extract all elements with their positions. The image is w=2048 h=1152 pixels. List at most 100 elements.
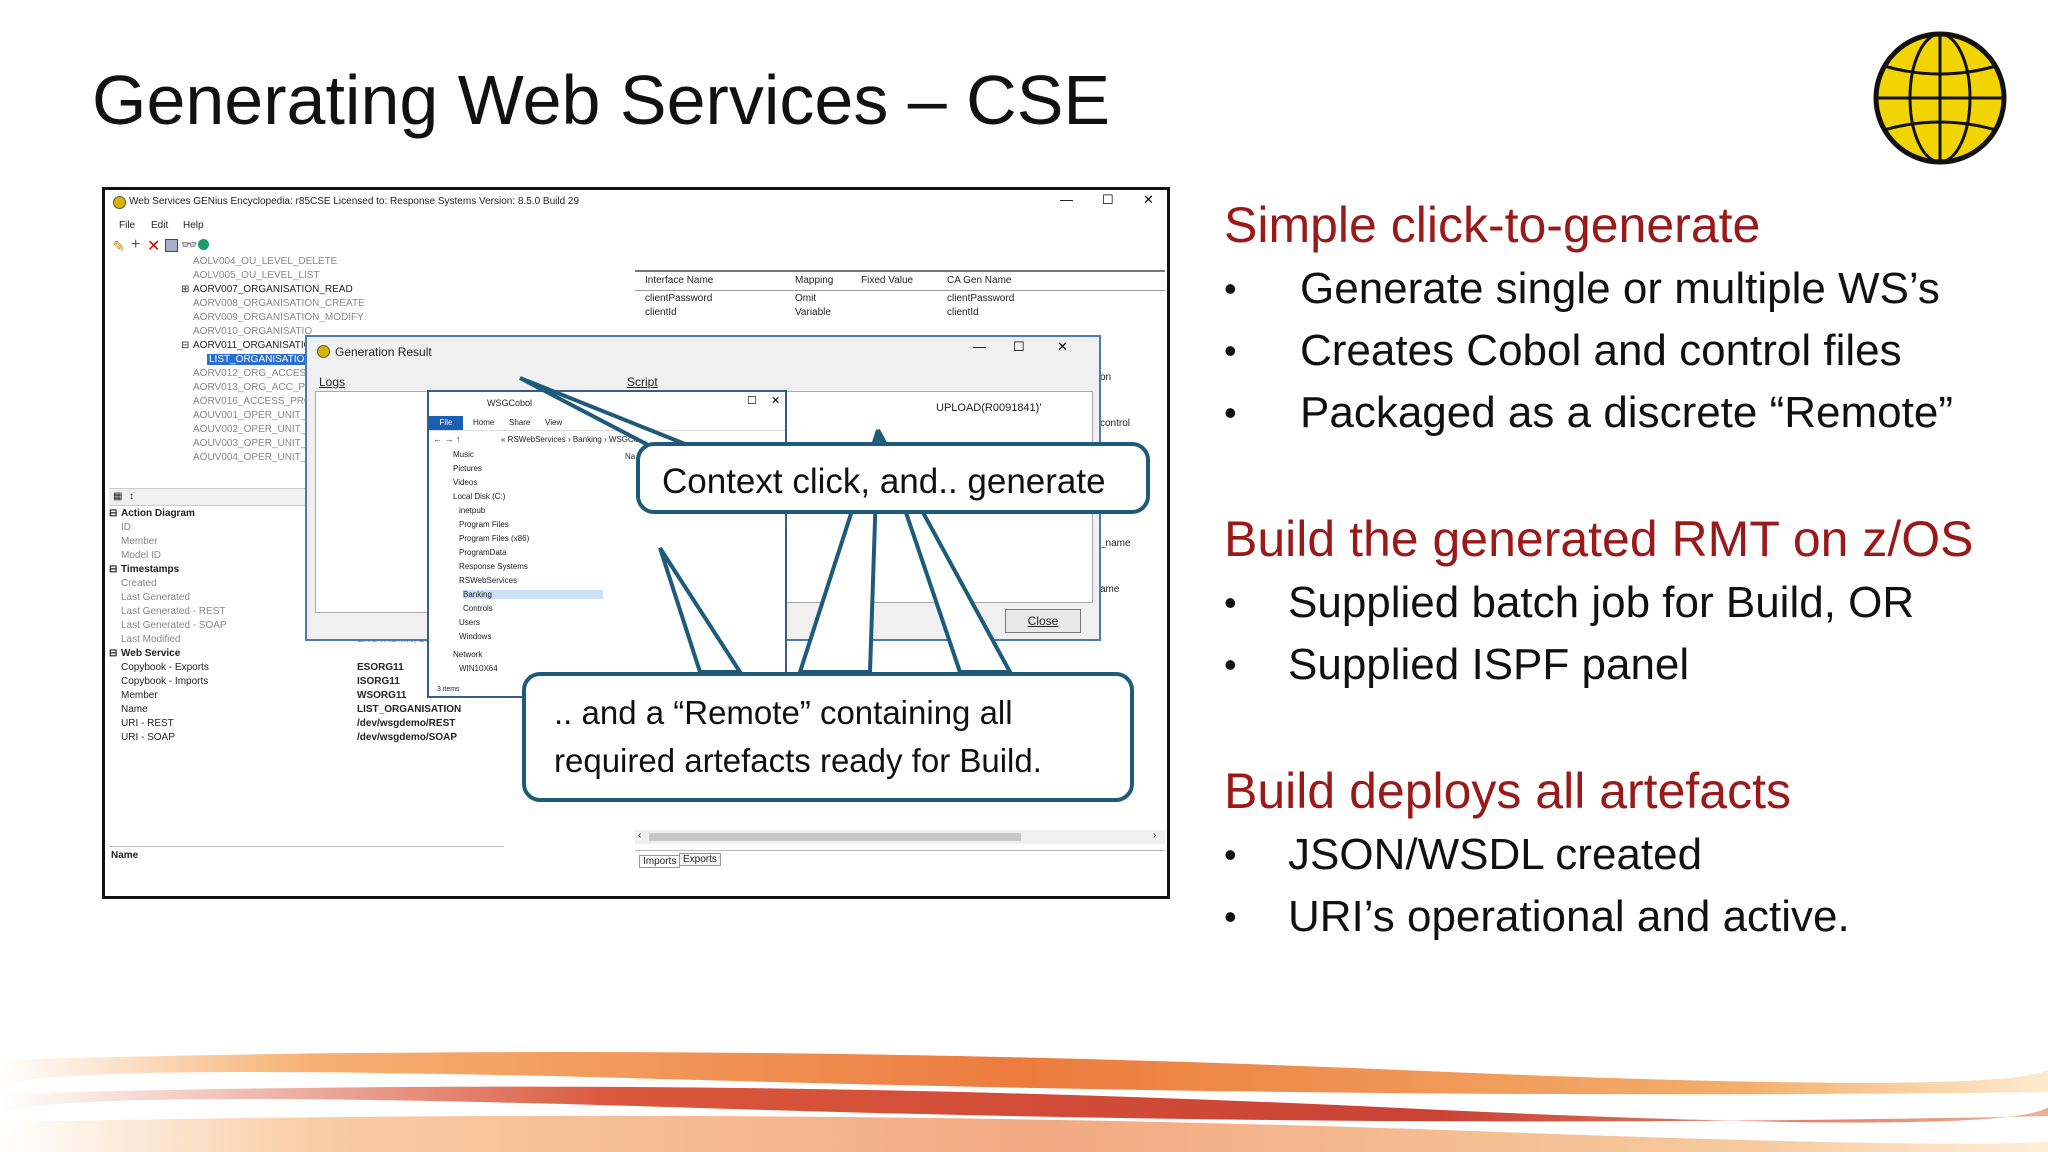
property-label: Name [121,704,148,715]
add-icon[interactable]: + [131,236,141,253]
tree-expander-icon[interactable]: ⊞ [181,284,190,295]
scroll-left-icon[interactable]: ‹ [638,830,642,841]
grid-cell[interactable]: clientPassword [645,293,713,304]
column-header[interactable]: Interface Name [645,275,714,286]
menu-file[interactable]: File [119,220,136,231]
minimize-button[interactable]: — [1060,192,1073,207]
close-dialog-button[interactable]: Close [1005,609,1081,633]
tree-item[interactable]: AORV011_ORGANISATIO [193,340,312,351]
property-footer-label: Name [111,850,139,861]
close-button[interactable]: ✕ [1143,192,1154,207]
nav-item[interactable]: Local Disk (C:) [453,492,506,501]
address-bar[interactable]: « RSWebServices › Banking › WSGCobol [501,435,649,444]
tree-item[interactable]: AORV013_ORG_ACC_PR [193,382,313,393]
property-value: ISORG11 [357,676,400,687]
tree-item[interactable]: AORV007_ORGANISATION_READ [193,284,353,295]
scroll-thumb[interactable] [649,833,1021,841]
horizontal-scrollbar[interactable]: ‹ › [635,830,1165,844]
app-icon [317,345,330,358]
nav-item[interactable]: Videos [453,478,478,487]
section-heading: Build the generated RMT on z/OS [1224,511,1974,567]
property-label: Last Generated - SOAP [121,620,227,631]
grid-cell[interactable]: Omit [795,293,817,304]
property-group: Timestamps [121,564,180,575]
ribbon-tab-share[interactable]: Share [509,418,531,427]
column-header[interactable]: Mapping [795,275,834,286]
divider [109,846,504,847]
nav-item[interactable]: Response Systems [459,562,528,571]
nav-item[interactable]: Users [459,618,480,627]
nav-item[interactable]: Pictures [453,464,482,473]
logs-label: Logs [319,375,346,389]
scroll-right-icon[interactable]: › [1153,830,1157,841]
minimize-button[interactable]: — [973,339,986,354]
tree-item[interactable]: AORV009_ORGANISATION_MODIFY [193,312,364,323]
tree-item[interactable]: AORV016_ACCESS_PRO [193,396,312,407]
collapse-icon[interactable]: ⊟ [109,648,118,659]
tree-expander-icon[interactable]: ⊟ [181,340,190,351]
tree-item[interactable]: AORV008_ORGANISATION_CREATE [193,298,365,309]
maximize-button[interactable]: ☐ [1102,192,1114,207]
tree-item[interactable]: AORV010_ORGANISATIO [193,326,313,337]
nav-item[interactable]: Program Files [459,520,509,529]
tree-item[interactable]: AOLV004_OU_LEVEL_DELETE [193,256,338,267]
nav-item[interactable]: RSWebServices [459,576,518,585]
property-value: /dev/wsgdemo/REST [357,718,456,729]
globe-logo-icon [1873,31,2007,165]
column-header[interactable]: Fixed Value [861,275,914,286]
grid-cell[interactable]: clientId [645,307,677,318]
column-header[interactable]: CA Gen Name [947,275,1012,286]
collapse-icon[interactable]: ⊟ [109,564,118,575]
tree-item[interactable]: AOUV004_OPER_UNIT_ [193,452,307,463]
tree-item[interactable]: AOLV005_OU_LEVEL_LIST [193,270,320,281]
nav-item[interactable]: Program Files (x86) [459,534,530,543]
property-group: Web Service [121,648,181,659]
collapse-icon[interactable]: ⊟ [109,508,118,519]
explorer-title: WSGCobol [487,398,533,408]
maximize-button[interactable]: ☐ [747,395,757,407]
ribbon-tab-view[interactable]: View [545,418,563,427]
maximize-button[interactable]: ☐ [1013,339,1025,354]
tree-item-selected[interactable]: LIST_ORGANISATIO [207,354,307,365]
title-bar: Web Services GENius Encyclopedia: r85CSE… [105,190,1167,214]
tree-item[interactable]: AOUV001_OPER_UNIT_ [193,410,307,421]
nav-item[interactable]: Music [453,450,474,459]
tree-item[interactable]: AOUV002_OPER_UNIT_ [193,424,307,435]
column-header[interactable]: Na [625,452,636,461]
divider [635,850,1165,851]
close-button[interactable]: ✕ [771,395,781,407]
tab-imports[interactable]: Imports [639,855,681,868]
nav-item[interactable]: Network [453,650,483,659]
back-icon[interactable]: ← → ↑ [433,434,461,444]
close-button[interactable]: ✕ [1057,339,1068,354]
nav-item[interactable]: Windows [459,632,492,641]
nav-item[interactable]: Controls [463,604,493,613]
delete-icon[interactable]: ✕ [147,238,161,255]
binoculars-icon[interactable]: 👓 [181,237,198,252]
grid-cell[interactable]: Variable [795,307,831,318]
grid-cell[interactable]: clientId [947,307,979,318]
slide-title: Generating Web Services – CSE [92,61,1111,139]
nav-item[interactable]: WIN10X64 [459,664,498,673]
sort-icon[interactable]: ↕ [129,491,134,502]
tree-item[interactable]: AORV012_ORG_ACCESS [193,368,313,379]
nav-item-selected[interactable]: Banking [463,590,603,599]
nav-item[interactable]: ProgramData [459,548,507,557]
grid-cell: _name [1100,538,1131,549]
grid-cell[interactable]: clientPassword [947,293,1015,304]
menu-edit[interactable]: Edit [151,220,169,231]
property-label: Last Generated - REST [121,606,226,617]
database-icon[interactable] [198,239,209,250]
categorized-icon[interactable]: ▦ [113,491,123,502]
window-title: Web Services GENius Encyclopedia: r85CSE… [129,196,580,207]
property-value: WSORG11 [357,690,407,701]
tab-exports[interactable]: Exports [679,853,721,866]
ribbon-tab-home[interactable]: Home [473,418,495,427]
save-icon[interactable] [165,239,178,252]
nav-item[interactable]: inetpub [459,506,486,515]
property-value: /dev/wsgdemo/SOAP [357,732,458,743]
open-icon[interactable]: ✎ [113,238,125,254]
menu-help[interactable]: Help [183,220,204,231]
tree-item[interactable]: AOUV003_OPER_UNIT_ [193,438,307,449]
ribbon-tab-file[interactable]: File [429,416,463,430]
